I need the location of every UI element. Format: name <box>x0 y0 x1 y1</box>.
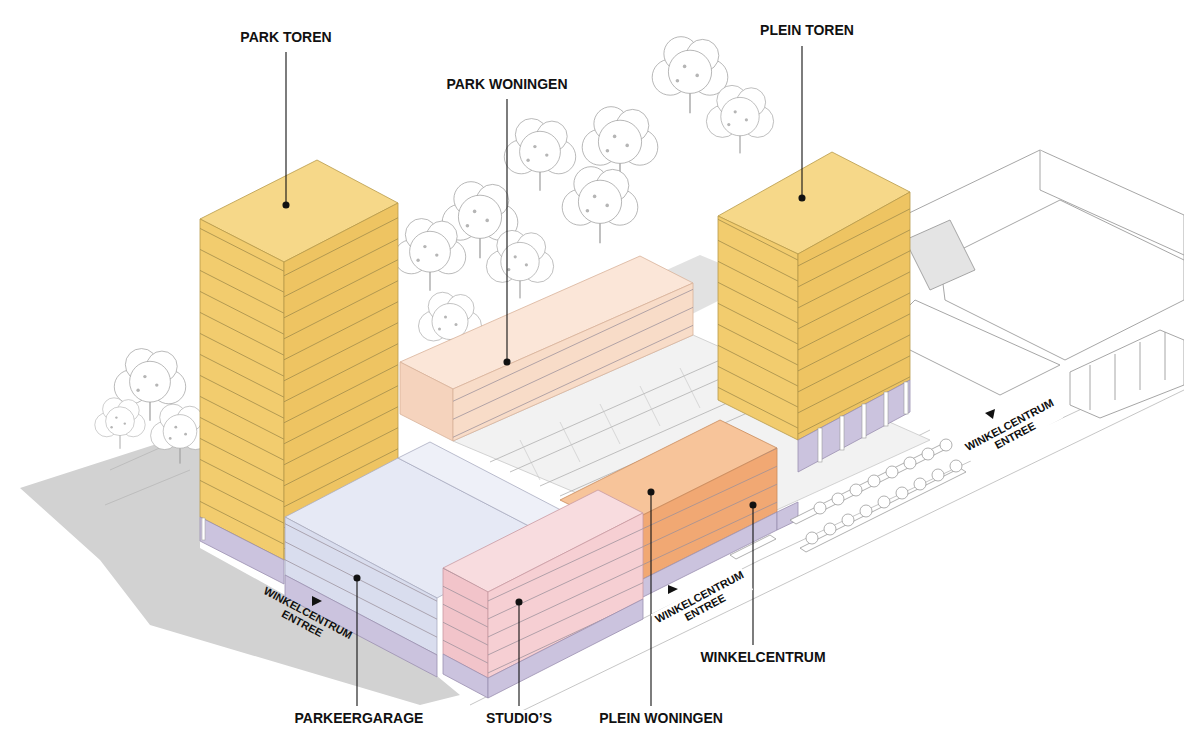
plein-woningen-block-part <box>777 502 798 530</box>
plaza-furniture <box>730 439 966 559</box>
plaza-furniture-part <box>904 457 916 469</box>
plaza-furniture-part <box>950 460 962 472</box>
plein-toren-block-part <box>718 216 798 440</box>
entrance-arrows-part <box>985 409 995 419</box>
station-buildings-part <box>1165 332 1166 380</box>
park-toren-block-part <box>200 219 284 560</box>
plaza-furniture-part <box>932 469 944 481</box>
station-buildings-part <box>1040 150 1184 255</box>
site-lines-part <box>105 470 190 505</box>
plaza-furniture-part <box>814 502 826 514</box>
entrance-arrows <box>312 409 995 606</box>
park-toren-block-part <box>200 219 284 560</box>
callout-label: STUDIO’S <box>484 710 554 727</box>
plein-toren-block-part <box>718 216 798 440</box>
trees-part <box>504 119 575 191</box>
entrance-label: WINKELCENTRUM ENTREE <box>651 566 754 637</box>
leader-lines-part <box>750 502 756 508</box>
trees-part <box>486 230 553 298</box>
plaza-furniture-part <box>940 439 952 451</box>
plaza-furniture-part <box>886 466 898 478</box>
railway-tracks-part <box>560 422 580 462</box>
park-woningen-block-part <box>453 283 693 441</box>
railway-tracks-part <box>600 404 620 444</box>
callout-label: PARK TOREN <box>238 29 333 46</box>
railway-tracks-part <box>520 440 540 480</box>
leader-lines-part <box>650 492 651 706</box>
station-buildings-part <box>1090 365 1091 410</box>
leader-lines-part <box>354 575 360 581</box>
trees-part <box>562 167 638 244</box>
plaza-furniture-part <box>832 493 844 505</box>
plaza-furniture-part <box>868 475 880 487</box>
plaza-furniture-part <box>878 496 890 508</box>
trees-part <box>652 37 728 114</box>
leader-lines-part <box>506 99 507 362</box>
station-buildings-part <box>1115 354 1116 400</box>
park-woningen-block <box>400 256 693 441</box>
leader-lines-part <box>752 505 753 645</box>
plein-toren-block <box>718 152 910 472</box>
plein-toren-block-part <box>798 380 910 472</box>
plaza-furniture-part <box>824 523 836 535</box>
studios-block-part <box>488 599 643 698</box>
trees-part <box>394 219 465 291</box>
plein-toren-block-part <box>818 428 822 462</box>
park-woningen-block-part <box>453 283 693 441</box>
callout-label: PARKEERGARAGE <box>293 710 426 727</box>
leader-lines-part <box>648 489 654 495</box>
trees-part <box>95 398 145 449</box>
leader-lines-part <box>518 602 519 706</box>
railway-tracks-part <box>640 386 660 426</box>
park-woningen-block-part <box>400 362 453 441</box>
leader-lines <box>283 46 805 706</box>
plaza-furniture-part <box>922 448 934 460</box>
plaza-furniture-part <box>790 445 946 524</box>
leader-lines-part <box>504 359 510 365</box>
station-buildings-part <box>1140 342 1141 390</box>
leader-lines-part <box>801 46 802 198</box>
plaza-furniture-part <box>860 505 872 517</box>
railway-tracks-part <box>680 368 700 408</box>
callout-label: PLEIN TOREN <box>758 22 856 39</box>
leader-lines-part <box>285 52 286 205</box>
park-toren-block-part <box>200 517 284 584</box>
callout-label: PARK WONINGEN <box>444 76 569 93</box>
plein-toren-block-part <box>884 392 888 426</box>
plein-toren-block-part <box>904 382 908 414</box>
leader-lines-part <box>283 202 289 208</box>
plein-toren-block-part <box>840 416 844 450</box>
callout-label: PLEIN WONINGEN <box>597 710 725 727</box>
plaza-furniture-part <box>896 487 908 499</box>
station-buildings <box>880 150 1184 418</box>
trees-part <box>706 85 773 153</box>
entrance-arrows-part <box>312 596 322 606</box>
studios-block-part <box>443 654 488 698</box>
callout-label: WINKELCENTRUM <box>698 649 827 666</box>
leader-lines-part <box>799 195 805 201</box>
leader-lines-part <box>516 599 522 605</box>
plaza-furniture-part <box>850 484 862 496</box>
park-toren-block-part <box>202 518 205 540</box>
entrance-label: WINKELCENTRUM ENTREE <box>961 394 1064 465</box>
plaza-furniture-part <box>842 514 854 526</box>
station-buildings-part <box>905 220 975 290</box>
plaza-furniture-part <box>914 478 926 490</box>
entrance-arrows-part <box>668 585 678 594</box>
plaza-furniture-part <box>806 532 818 544</box>
leader-lines-part <box>356 578 357 706</box>
plein-toren-block-part <box>862 404 866 438</box>
station-buildings-part <box>1070 330 1184 418</box>
studios-block <box>443 490 643 698</box>
entrance-label: WINKELCENTRUM ENTREE <box>254 582 357 653</box>
